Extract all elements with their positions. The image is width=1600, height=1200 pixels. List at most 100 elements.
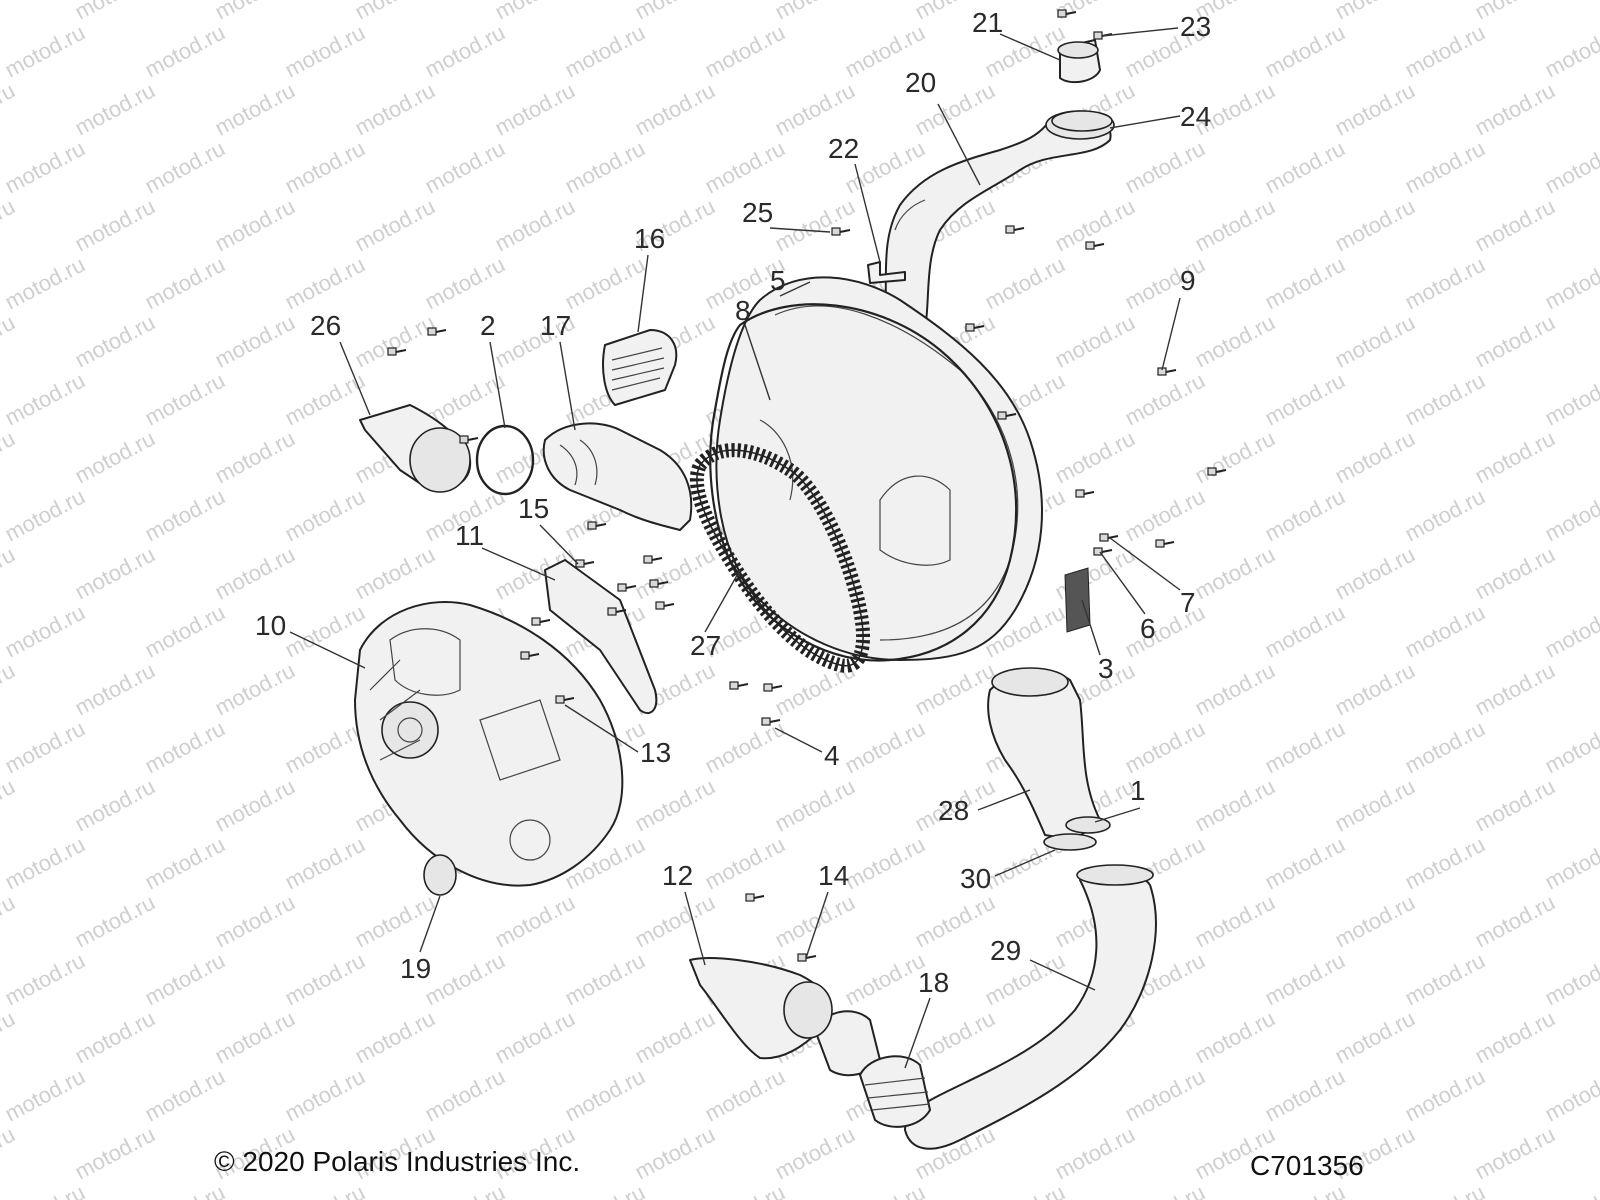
watermark-text: motod.ru	[1331, 78, 1419, 141]
watermark-text: motod.ru	[841, 832, 929, 895]
part-3-label	[1064, 567, 1091, 633]
bolt-icon	[1075, 489, 1095, 498]
callout-25: 25	[742, 197, 773, 228]
watermark-text: motod.ru	[1261, 136, 1349, 199]
bolt-icon	[965, 323, 985, 332]
watermark-text: motod.ru	[1541, 252, 1600, 315]
watermark-text: motod.ru	[281, 832, 369, 895]
watermark-text: motod.ru	[71, 310, 159, 373]
watermark-text: motod.ru	[981, 252, 1069, 315]
watermark-text: motod.ru	[1471, 0, 1559, 24]
watermark-text: motod.ru	[211, 890, 299, 953]
callout-22: 22	[828, 133, 859, 164]
bolt-icon	[1057, 9, 1077, 18]
watermark-text: motod.ru	[981, 1180, 1069, 1200]
callout-12: 12	[662, 860, 693, 891]
watermark-text: motod.ru	[0, 78, 19, 141]
watermark-text: motod.ru	[1331, 890, 1419, 953]
leader-line-2	[489, 341, 506, 429]
watermark-text: motod.ru	[1541, 484, 1600, 547]
watermark-text: motod.ru	[771, 774, 859, 837]
watermark-text: motod.ru	[421, 136, 509, 199]
callout-18: 18	[918, 967, 949, 998]
watermark-text: motod.ru	[841, 716, 929, 779]
part-30-clamp	[1043, 833, 1097, 851]
part-24-ring	[1051, 110, 1113, 132]
leader-line-28	[977, 789, 1031, 811]
leader-line-18	[904, 997, 931, 1069]
watermark-text: motod.ru	[1401, 716, 1489, 779]
watermark-text: motod.ru	[771, 194, 859, 257]
watermark-text: motod.ru	[1261, 484, 1349, 547]
watermark-text: motod.ru	[1541, 832, 1600, 895]
watermark-text: motod.ru	[141, 716, 229, 779]
watermark-text: motod.ru	[561, 1064, 649, 1127]
watermark-text: motod.ru	[71, 890, 159, 953]
callout-4: 4	[824, 740, 840, 771]
watermark-text: motod.ru	[141, 20, 229, 83]
watermark-text: motod.ru	[631, 890, 719, 953]
bolt-icon	[997, 411, 1017, 420]
watermark-text: motod.ru	[141, 948, 229, 1011]
watermark-text: motod.ru	[0, 1006, 19, 1069]
watermark-text: motod.ru	[1261, 252, 1349, 315]
bolt-icon	[1157, 367, 1177, 376]
callout-1: 1	[1130, 775, 1146, 806]
callout-27: 27	[690, 630, 721, 661]
callout-21: 21	[972, 7, 1003, 38]
watermark-text: motod.ru	[631, 78, 719, 141]
bolt-icon	[1207, 467, 1227, 476]
part-8-seal	[709, 303, 1018, 662]
leader-line-14	[805, 891, 829, 959]
watermark-text: motod.ru	[421, 948, 509, 1011]
watermark-text: motod.ru	[211, 542, 299, 605]
callout-23: 23	[1180, 11, 1211, 42]
watermark-text: motod.ru	[911, 658, 999, 721]
watermark-text: motod.ru	[1191, 1006, 1279, 1069]
callout-15: 15	[518, 493, 549, 524]
watermark-text: motod.ru	[1121, 1180, 1209, 1200]
watermark-text: motod.ru	[491, 0, 579, 24]
watermark-text: motod.ru	[421, 252, 509, 315]
watermark-text: motod.ru	[71, 542, 159, 605]
watermark-text: motod.ru	[211, 1006, 299, 1069]
watermark-text: motod.ru	[71, 194, 159, 257]
watermark-text: motod.ru	[0, 890, 19, 953]
callout-9: 9	[1180, 265, 1196, 296]
watermark-text: motod.ru	[1051, 194, 1139, 257]
watermark-text: motod.ru	[421, 1064, 509, 1127]
watermark-text: motod.ru	[911, 890, 999, 953]
leader-line-1	[1094, 807, 1141, 823]
watermark-text: motod.ru	[1541, 716, 1600, 779]
watermark-text: motod.ru	[1331, 1006, 1419, 1069]
watermark-text: motod.ru	[1541, 600, 1600, 663]
fastener-group	[387, 9, 1227, 962]
watermark-text: motod.ru	[1541, 948, 1600, 1011]
watermark-text: motod.ru	[561, 252, 649, 315]
watermark-text: motod.ru	[1401, 484, 1489, 547]
watermark-text: motod.ru	[0, 0, 19, 24]
leader-line-30	[994, 849, 1056, 877]
part-12-lower-adapter	[689, 957, 833, 1060]
watermark-text: motod.ru	[0, 658, 19, 721]
watermark-text: motod.ru	[1121, 716, 1209, 779]
watermark-text: motod.ru	[841, 948, 929, 1011]
leader-line-24	[1109, 115, 1181, 129]
watermark-text: motod.ru	[1331, 542, 1419, 605]
watermark-text: motod.ru	[1261, 832, 1349, 895]
watermark-text: motod.ru	[1401, 1180, 1489, 1200]
watermark-text: motod.ru	[1331, 658, 1419, 721]
watermark-text: motod.ru	[1261, 948, 1349, 1011]
bolt-icon	[655, 601, 675, 610]
watermark-text: motod.ru	[701, 716, 789, 779]
watermark-text: motod.ru	[1, 252, 89, 315]
part-11-guard	[544, 559, 658, 715]
callout-13: 13	[640, 737, 671, 768]
part-16-screen	[602, 329, 678, 406]
leader-line-29	[1029, 959, 1096, 991]
leader-line-4	[774, 727, 823, 753]
callout-2: 2	[480, 310, 496, 341]
watermark-text: motod.ru	[141, 368, 229, 431]
callout-layer: 1234567891011121314151617181920212223242…	[255, 7, 1211, 1069]
